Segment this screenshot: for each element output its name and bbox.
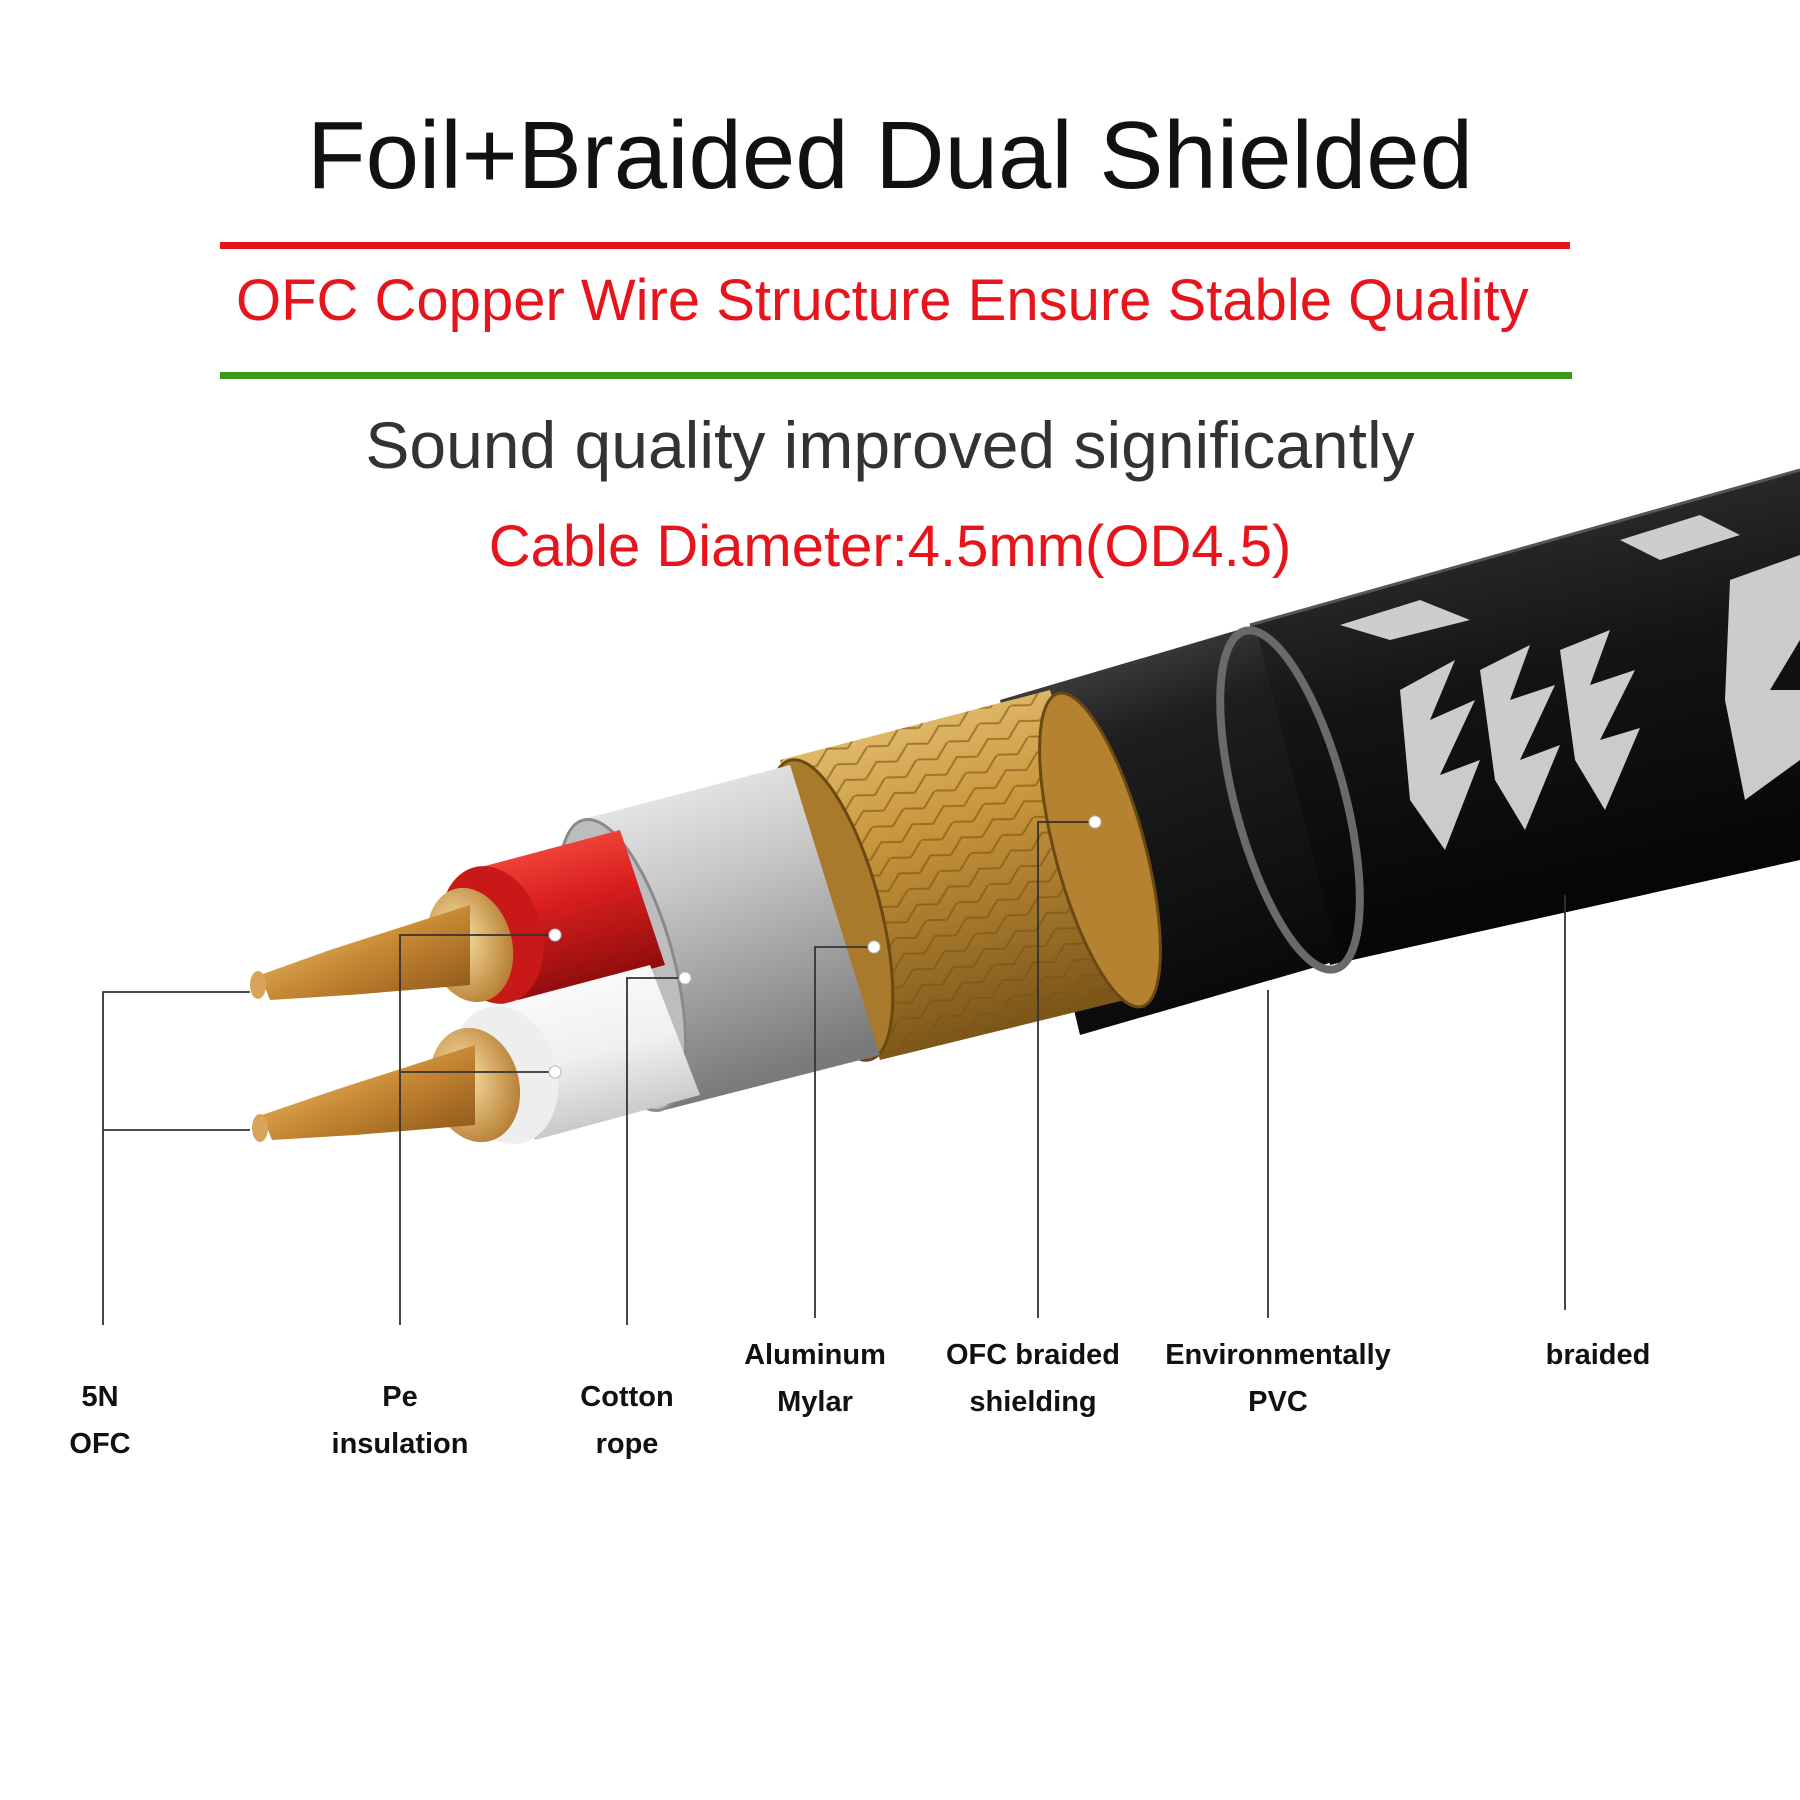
leader-dots [548, 815, 1102, 1079]
white-conductor [252, 965, 700, 1144]
red-divider [220, 242, 1570, 249]
label-braided: braided [1545, 1339, 1651, 1371]
subtitle: OFC Copper Wire Structure Ensure Stable … [236, 268, 1529, 333]
green-divider [220, 372, 1572, 379]
cable-diameter-text: Cable Diameter:4.5mm(OD4.5) [488, 514, 1292, 579]
page-title: Foil+Braided Dual Shielded [306, 102, 1474, 209]
leader-lines [102, 821, 1566, 1325]
tagline: Sound quality improved significantly [365, 408, 1415, 482]
braided-jacket [1249, 468, 1800, 965]
red-conductor [250, 830, 665, 1005]
